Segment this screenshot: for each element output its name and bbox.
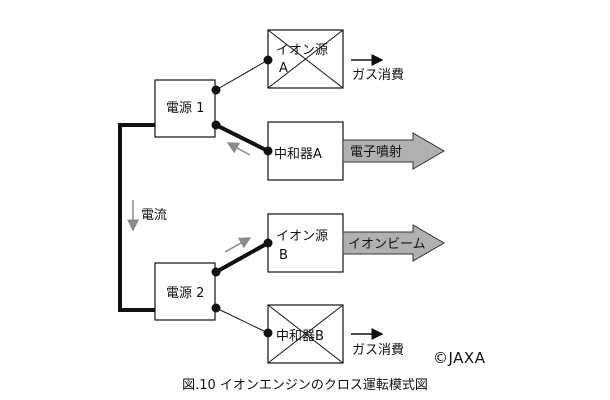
ion-flow-arrow	[224, 237, 252, 253]
electron-flow-arrow	[226, 142, 251, 156]
ion-beam-label: イオンビーム	[348, 237, 426, 252]
wire-p2-ion-source-b	[215, 241, 269, 274]
ion-beam-arrow	[342, 224, 445, 262]
wire-p2-neutralizer-b	[215, 307, 269, 334]
electron-emission-arrow	[342, 132, 445, 170]
node-neutralizer-b	[263, 328, 273, 338]
power-supply-2-label: 電源 2	[166, 286, 204, 301]
wire-p1-neutralizer-a	[215, 123, 269, 153]
power-supply-2-box	[154, 262, 216, 321]
ion-source-b-label-line1: イオン源	[276, 229, 328, 244]
neutralizer-a-box	[267, 121, 344, 181]
ion-source-a-label-line2: A	[279, 61, 288, 76]
node-ion-source-b	[263, 238, 273, 248]
ion-source-b-label-line2: B	[279, 248, 288, 263]
wire-p1-ion-source-a	[215, 59, 269, 91]
gas-consumption-top-label: ガス消費	[352, 68, 404, 83]
ion-source-b-box	[267, 213, 344, 273]
electron-emission-label: 電子噴射	[350, 144, 402, 160]
ion-source-a-label-line1: イオン源	[276, 43, 328, 58]
node-neutralizer-a	[263, 146, 273, 156]
power-supply-1-box	[154, 79, 216, 138]
jaxa-credit: ©JAXA	[433, 349, 486, 367]
figure-caption: 図.10 イオンエンジンのクロス運転模式図	[182, 378, 428, 393]
neutralizer-a-label: 中和器A	[274, 147, 322, 162]
node-p2-bottom	[211, 303, 221, 313]
neutralizer-b-label: 中和器B	[276, 329, 324, 344]
node-p2-top	[211, 267, 221, 277]
node-p1-bottom	[211, 120, 221, 130]
gas-consumption-bottom-label: ガス消費	[352, 343, 404, 358]
node-p1-top	[211, 85, 221, 95]
power-supply-1-label: 電源 1	[166, 101, 204, 116]
current-loop-wire	[118, 123, 156, 312]
current-label: 電流	[141, 208, 167, 223]
node-ion-source-a	[263, 55, 273, 65]
